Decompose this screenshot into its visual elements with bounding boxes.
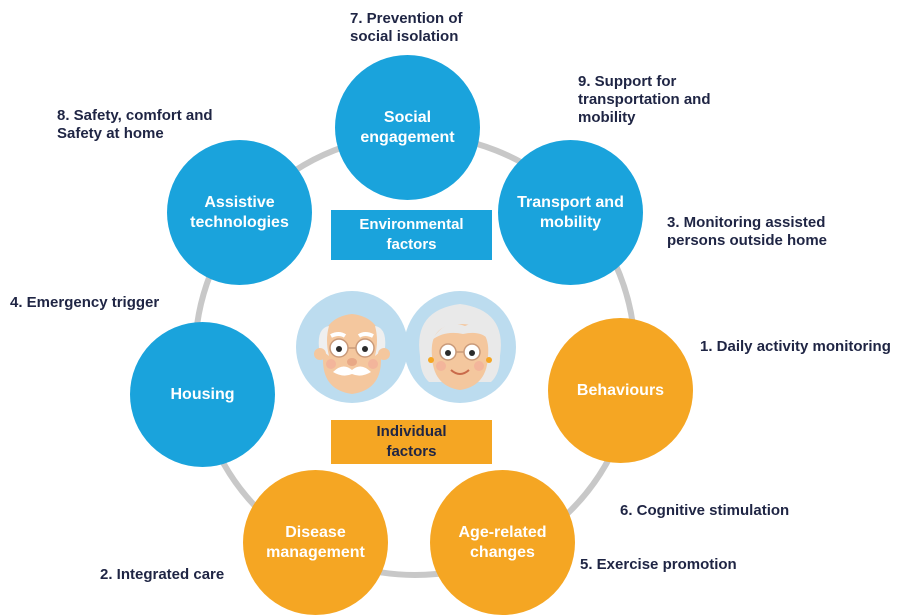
individual-factors-box: Individual factors: [331, 420, 492, 464]
individual-factors-label: Individual factors: [376, 423, 447, 460]
node-behaviours-label: Behaviours: [576, 381, 665, 399]
label-5-exercise-promotion: 5. Exercise promotion: [580, 556, 737, 573]
environmental-factors-box: Environmental factors: [331, 210, 492, 260]
node-assistive-technologies-label: Assistive technologies: [190, 193, 289, 231]
node-age-related-changes: Age-related changes: [430, 470, 575, 615]
label-2-integrated-care: 2. Integrated care: [100, 566, 225, 583]
label-3-monitoring-outside-home: 3. Monitoring assisted persons outside h…: [667, 214, 828, 249]
node-behaviours: Behaviours: [548, 318, 693, 463]
node-housing-label: Housing: [170, 385, 235, 403]
label-8-safety-comfort: 8. Safety, comfort and Safety at home: [57, 107, 213, 142]
node-disease-management-label: Disease management: [266, 523, 365, 561]
node-disease-management: Disease management: [243, 470, 388, 615]
node-social-engagement-label: Social engagement: [360, 108, 455, 146]
node-social-engagement: Social engagement: [335, 55, 480, 200]
node-age-related-changes-label: Age-related changes: [458, 523, 547, 561]
elderly-woman-icon: [404, 291, 516, 403]
label-1-daily-activity-monitoring: 1. Daily activity monitoring: [700, 338, 891, 355]
node-transport-mobility: Transport and mobility: [498, 140, 643, 285]
label-6-cognitive-stimulation: 6. Cognitive stimulation: [620, 502, 790, 519]
elderly-couple-illustration: [296, 291, 516, 403]
node-housing: Housing: [130, 322, 275, 467]
elderly-man-icon: [296, 291, 408, 403]
environmental-factors-label: Environmental factors: [359, 216, 464, 253]
label-4-emergency-trigger: 4. Emergency trigger: [10, 294, 160, 311]
node-assistive-technologies: Assistive technologies: [167, 140, 312, 285]
label-9-support-transportation: 9. Support for transportation and mobili…: [578, 73, 711, 126]
node-transport-mobility-label: Transport and mobility: [517, 193, 624, 231]
label-7-prevention-social-isolation: 7. Prevention of social isolation: [350, 10, 463, 45]
